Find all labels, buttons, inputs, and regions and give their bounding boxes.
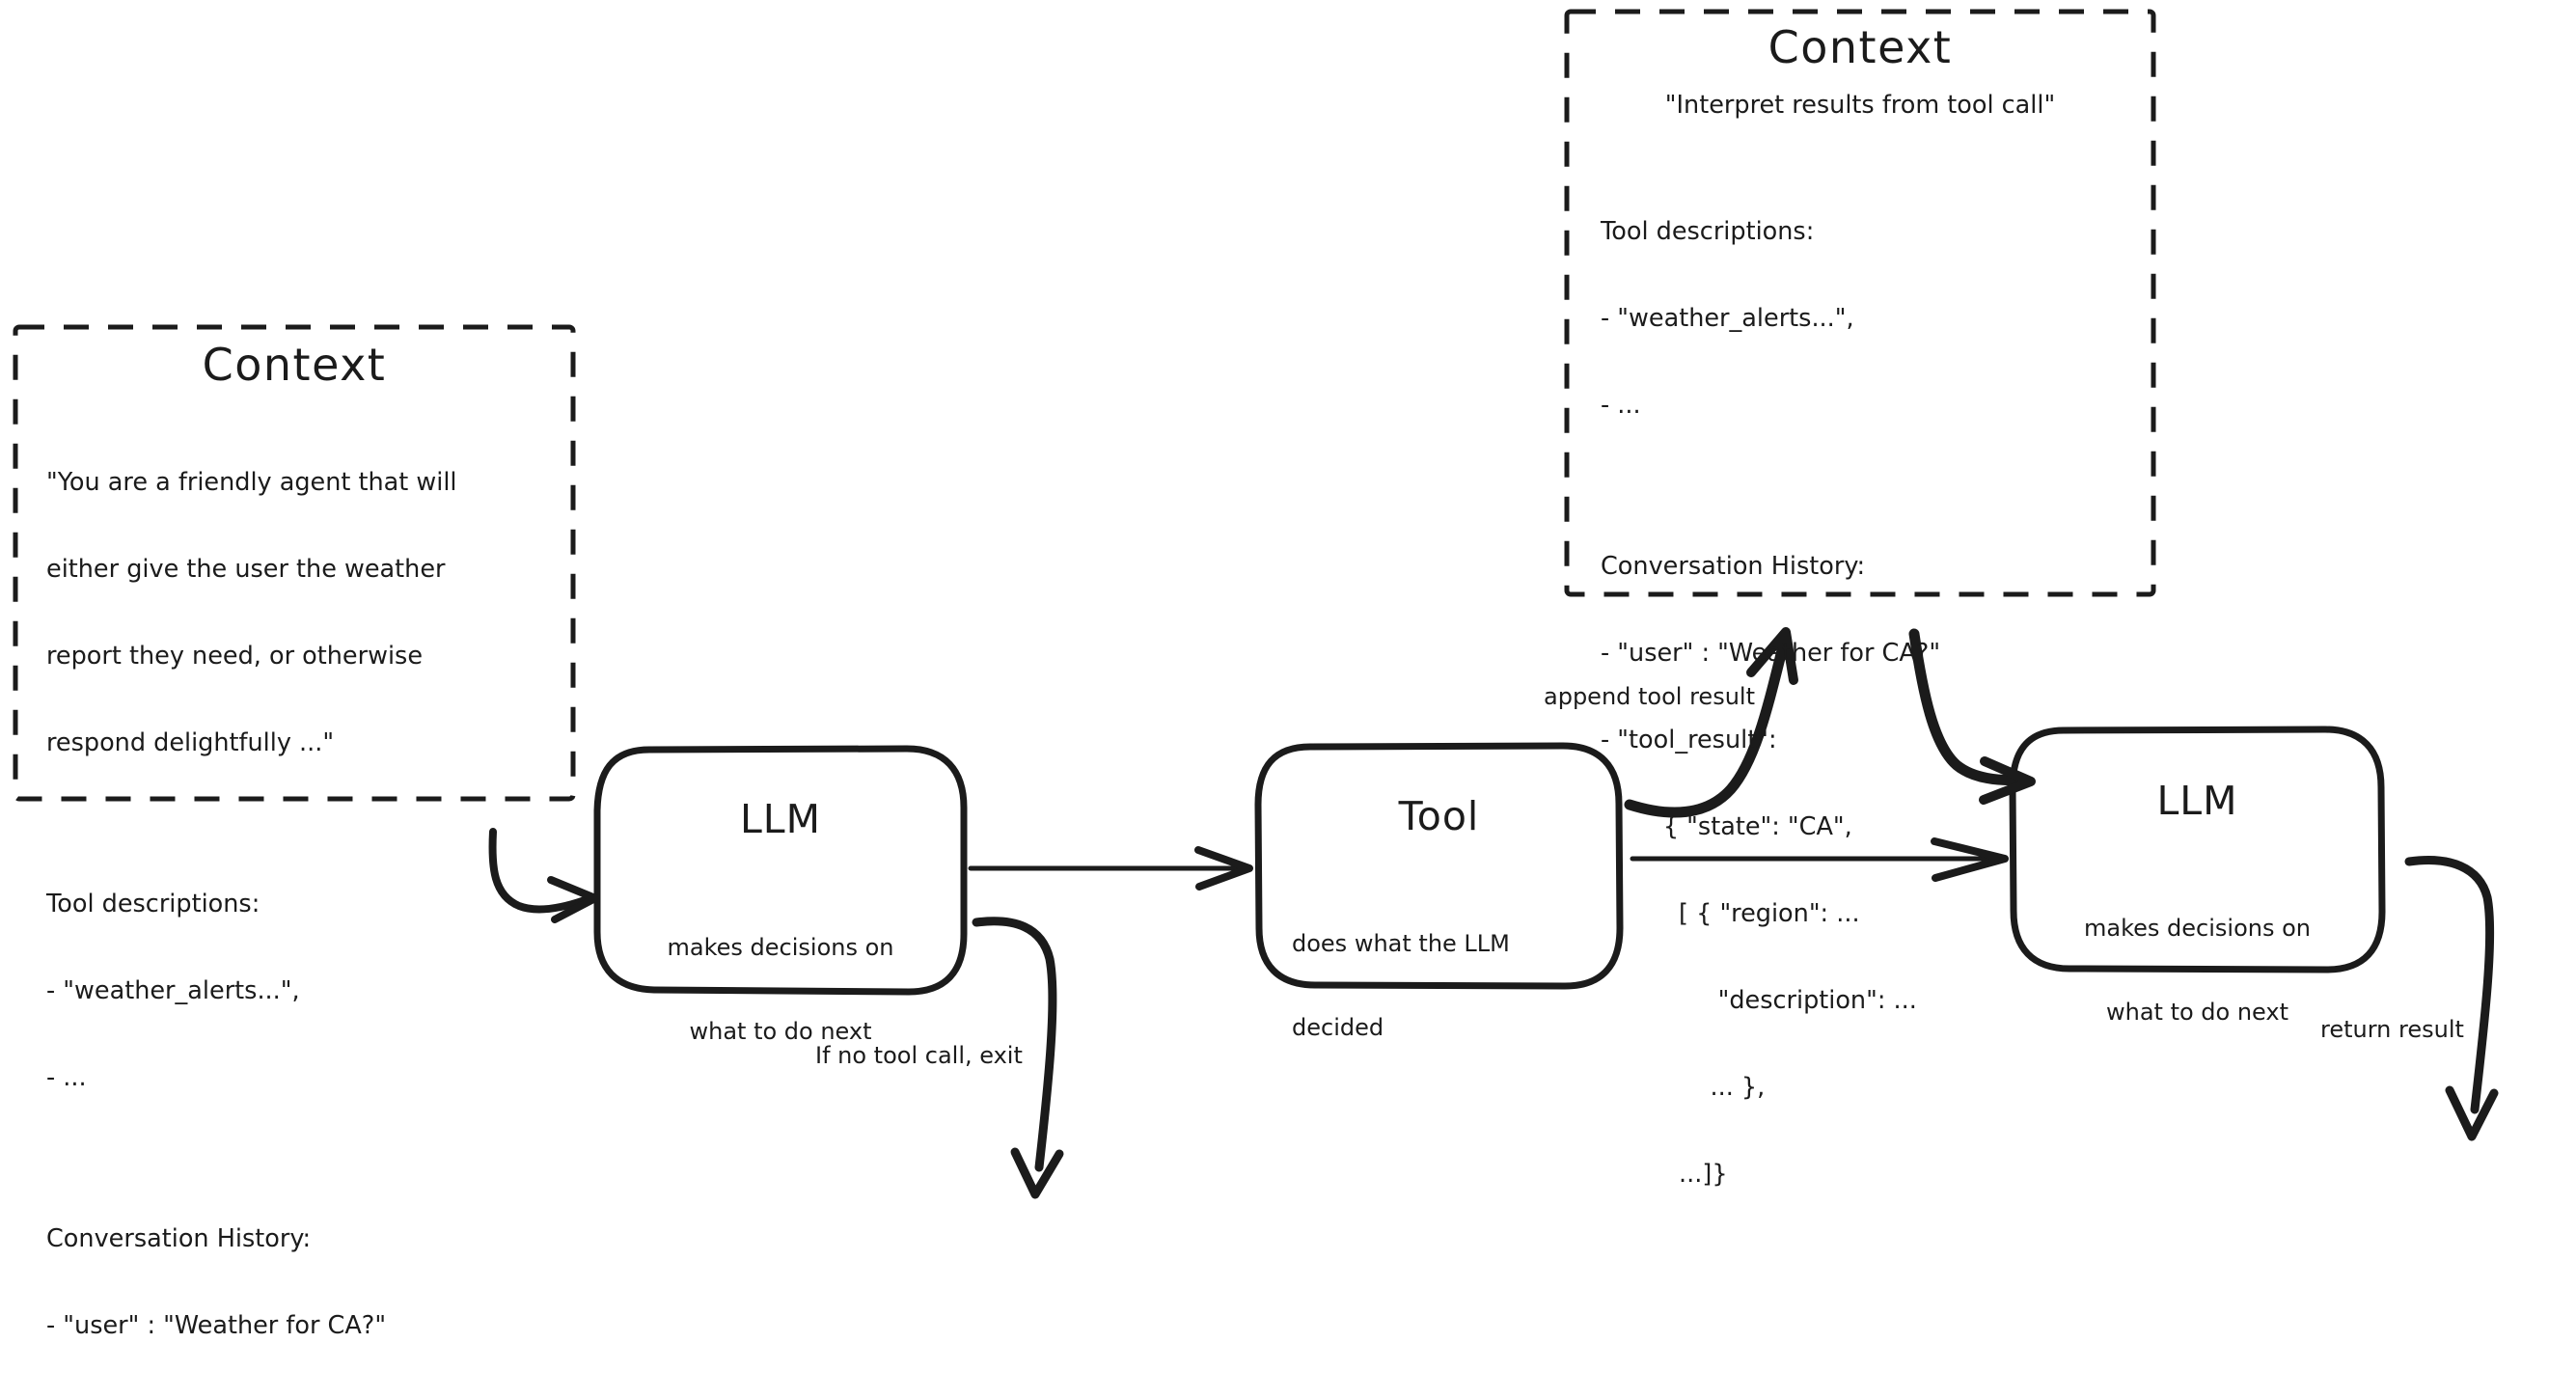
- diagram-canvas: Context "You are a friendly agent that w…: [13, 9, 2499, 1340]
- llm-2-title: LLM: [2156, 778, 2238, 824]
- edge-llm1-to-tool-arrowhead: [1194, 846, 1253, 891]
- context-left-spacer: [46, 1150, 548, 1166]
- context-left-line: - "weather_alerts...",: [46, 976, 300, 1005]
- llm-1-subtitle: makes decisions on what to do next: [597, 878, 964, 1102]
- context-left-line: either give the user the weather: [46, 555, 446, 584]
- context-left-line: report they need, or otherwise: [46, 642, 424, 671]
- edge-append-tool-result-arrowhead: [1746, 627, 1798, 685]
- tool-title: Tool: [1398, 793, 1480, 839]
- context-right-line: "description": ...: [1601, 986, 1917, 1015]
- edge-no-tool-call-exit-arrowhead: [1010, 1147, 1064, 1199]
- llm-1-title: LLM: [739, 796, 822, 842]
- llm-1-box[interactable]: [593, 745, 968, 996]
- context-left-line: Conversation History:: [46, 1224, 312, 1253]
- diagram-vector-layer: [13, 9, 2499, 1199]
- context-left-spacer: [46, 815, 548, 832]
- edge-context-right-to-llm2: [1908, 628, 2030, 786]
- context-left-line: - "user" : "Weather for CA?": [46, 1311, 387, 1340]
- context-left-title: Context: [202, 339, 387, 391]
- edge-context-right-to-llm2-arrowhead: [1979, 756, 2036, 805]
- context-left-line: "You are a friendly agent that will: [46, 468, 457, 497]
- llm-2-subtitle-line: what to do next: [2105, 999, 2289, 1026]
- edge-tool-to-llm2-arrowhead: [1931, 837, 2009, 882]
- context-right-line: Conversation History:: [1601, 552, 1866, 581]
- edge-return-result-arrowhead: [2445, 1085, 2499, 1141]
- llm-2-box[interactable]: [2009, 726, 2386, 973]
- context-right-spacer: [1601, 478, 2141, 494]
- edge-no-tool-call-exit: [972, 917, 1057, 1172]
- context-right-line: [ { "region": ...: [1601, 899, 1860, 928]
- context-right-line: { "state": "CA",: [1601, 812, 1852, 841]
- context-right-line: ...]}: [1601, 1160, 1728, 1189]
- edge-label-return-result: return result: [2320, 1016, 2464, 1043]
- edge-context-to-llm1-arrowhead: [547, 876, 599, 923]
- tool-subtitle: does what the LLM decided: [1292, 874, 1601, 1098]
- context-right-frame: [1564, 9, 2156, 597]
- context-right-title: Context: [1768, 21, 1953, 73]
- context-right-subtitle: "Interpret results from tool call": [1664, 91, 2056, 120]
- context-left-body: "You are a friendly agent that will eith…: [46, 410, 548, 1398]
- tool-subtitle-line: does what the LLM: [1292, 930, 1510, 957]
- edge-return-result: [2404, 856, 2495, 1114]
- context-left-line: - ...: [46, 1063, 87, 1092]
- edge-label-no-tool-call-exit: If no tool call, exit: [815, 1042, 1023, 1069]
- llm-2-subtitle: makes decisions on what to do next: [2013, 859, 2382, 1083]
- context-right-line: - "user" : "Weather for CA?": [1601, 639, 1941, 668]
- tool-box[interactable]: [1254, 742, 1624, 990]
- context-right-line: - "weather_alerts...",: [1601, 304, 1854, 333]
- context-right-line: Tool descriptions:: [1601, 217, 1815, 246]
- llm-1-subtitle-line: what to do next: [689, 1018, 872, 1045]
- context-right-line: - "tool_result":: [1601, 726, 1777, 754]
- edge-label-append-tool-result: append tool result: [1544, 683, 1755, 710]
- context-left-line: Tool descriptions:: [46, 890, 260, 918]
- context-left-frame: [13, 324, 576, 802]
- context-right-line: ... },: [1601, 1073, 1766, 1102]
- llm-1-subtitle-line: makes decisions on: [667, 934, 894, 961]
- llm-2-subtitle-line: makes decisions on: [2084, 915, 2311, 942]
- edge-context-to-llm1: [488, 828, 589, 914]
- edge-append-tool-result: [1624, 641, 1789, 818]
- context-right-line: - ...: [1601, 391, 1641, 420]
- context-right-body: Tool descriptions: - "weather_alerts..."…: [1601, 159, 2141, 1247]
- context-left-line: respond delightfully ...": [46, 728, 335, 757]
- tool-subtitle-line: decided: [1292, 1014, 1384, 1041]
